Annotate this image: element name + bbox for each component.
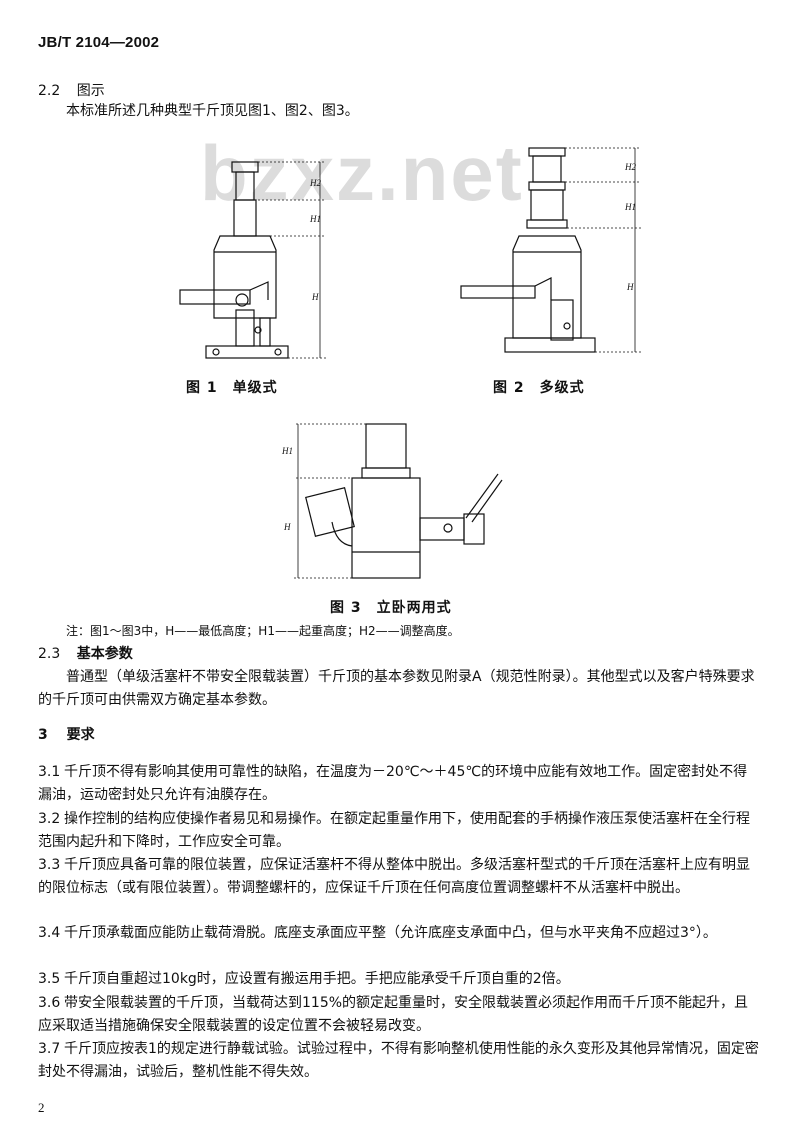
figure-2-caption: 图 2 多级式: [493, 380, 585, 396]
dim-h-label: H: [626, 282, 634, 292]
figure-3-vertical-horizontal-jack: H1 H: [281, 423, 503, 579]
dim-h-label: H: [311, 292, 319, 302]
dim-h1-label: H1: [281, 446, 293, 456]
figure-1-single-stage-jack: H2 H1 H: [179, 161, 326, 359]
clause-text: 千斤顶不得有影响其使用可靠性的缺陷，在温度为－20℃～＋45℃的环境中应能有效地…: [38, 764, 748, 803]
clause-number: 3.7: [38, 1041, 61, 1057]
section-2-3-heading: 2.3 基本参数: [38, 643, 133, 663]
clause-text: 千斤顶应按表1的规定进行静载试验。试验过程中，不得有影响整机使用性能的永久变形及…: [38, 1041, 759, 1080]
dim-h1-label: H1: [624, 202, 636, 212]
section-number: 3: [38, 727, 48, 743]
clause-text: 操作控制的结构应使操作者易见和易操作。在额定起重量作用下，使用配套的手柄操作液压…: [38, 811, 750, 850]
dim-h2-label: H2: [309, 178, 321, 188]
figure-3-caption: 图 3 立卧两用式: [330, 600, 452, 616]
clause-text: 千斤顶应具备可靠的限位装置，应保证活塞杆不得从整体中脱出。多级活塞杆型式的千斤顶…: [38, 857, 750, 896]
section-number: 2.2: [38, 83, 61, 99]
section-title: 要求: [66, 727, 95, 743]
clause-text: 千斤顶承载面应能防止载荷滑脱。底座支承面应平整（允许底座支承面中凸，但与水平夹角…: [64, 925, 717, 941]
figure-2-multi-stage-jack: H2 H1 H: [460, 147, 641, 353]
section-2-2-heading: 2.2 图示: [38, 80, 105, 100]
section-title: 图示: [76, 83, 105, 99]
clause-number: 3.3: [38, 857, 61, 873]
figure-note: 注：图1～图3中，H——最低高度；H1——起重高度；H2——调整高度。: [66, 624, 460, 638]
dim-h1-label: H1: [309, 214, 321, 224]
section-number: 2.3: [38, 646, 61, 662]
section-3-heading: 3 要求: [38, 724, 95, 744]
clause-number: 3.5: [38, 971, 61, 987]
clause-number: 3.6: [38, 995, 61, 1011]
section-2-2-text: 本标准所述几种典型千斤顶见图1、图2、图3。: [66, 103, 359, 119]
standard-code-header: JB/T 2104—2002: [38, 34, 160, 51]
dim-h2-label: H2: [624, 162, 636, 172]
clause-number: 3.4: [38, 925, 61, 941]
section-title: 基本参数: [76, 646, 133, 662]
clause-number: 3.2: [38, 811, 61, 827]
dim-h-label: H: [283, 522, 291, 532]
page-number: 2: [38, 1100, 45, 1115]
figure-1-caption: 图 1 单级式: [186, 380, 278, 396]
clause-number: 3.1: [38, 764, 61, 780]
clause-text: 带安全限载装置的千斤顶，当载荷达到115%的额定起重量时，安全限载装置必须起作用…: [38, 995, 749, 1034]
section-2-3-text: 普通型（单级活塞杆不带安全限载装置）千斤顶的基本参数见附录A（规范性附录）。其他…: [38, 669, 755, 708]
clause-text: 千斤顶自重超过10kg时，应设置有搬运用手把。手把应能承受千斤顶自重的2倍。: [64, 971, 570, 987]
